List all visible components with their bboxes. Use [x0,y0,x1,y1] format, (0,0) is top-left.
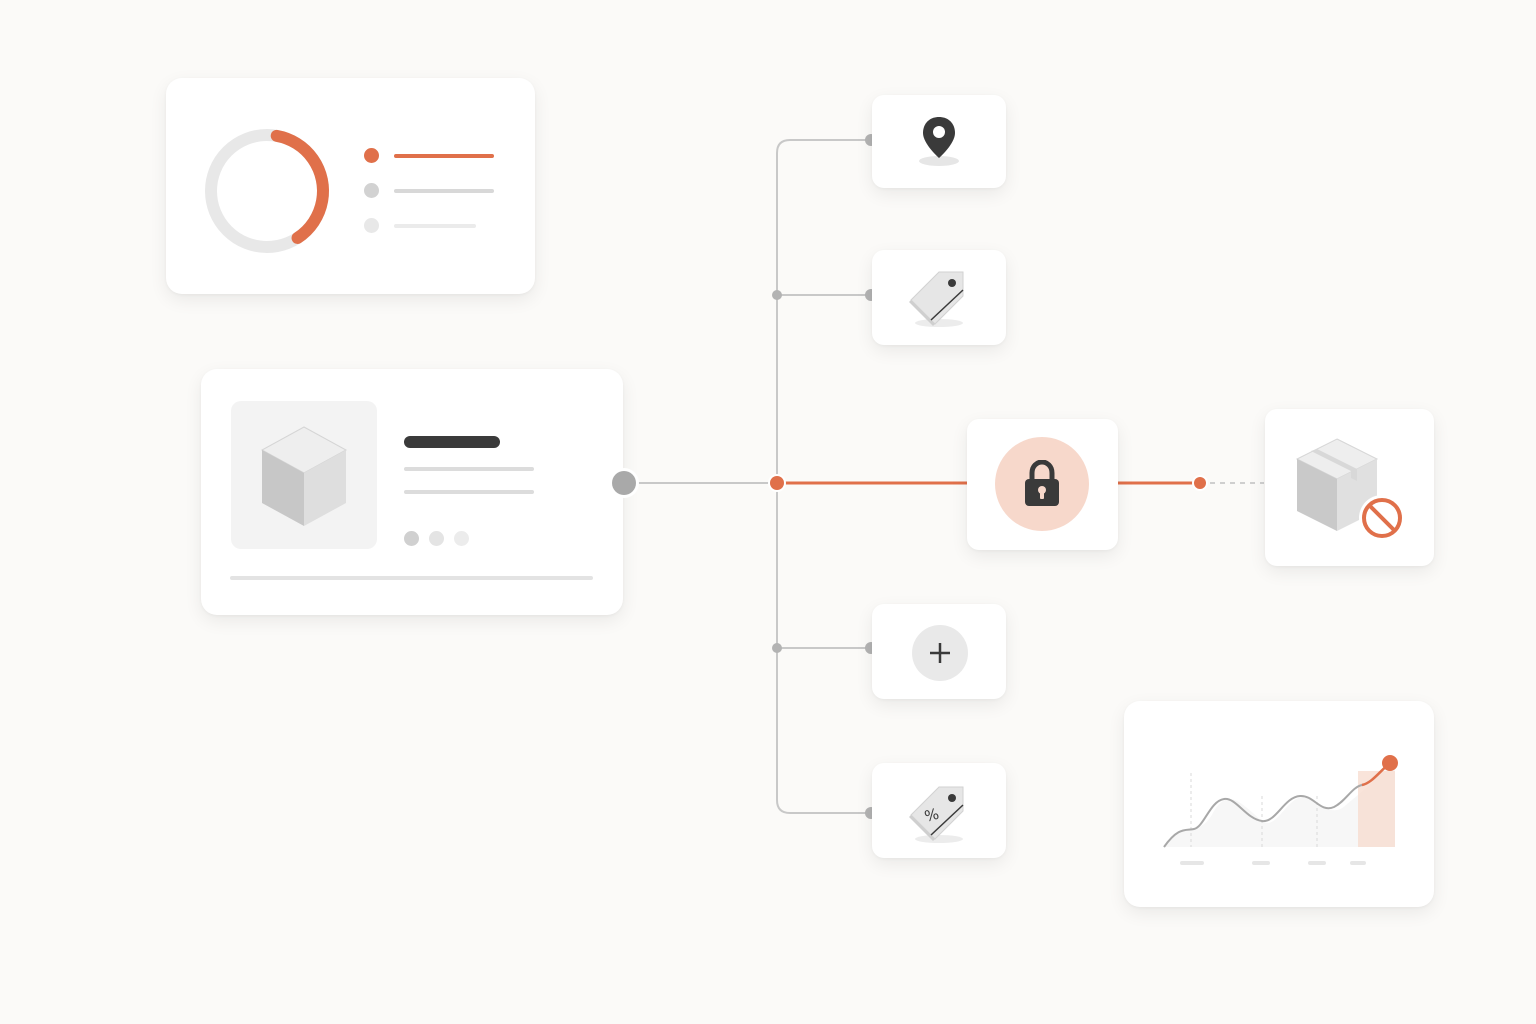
output-handle[interactable] [612,471,636,495]
location-pin-icon [919,117,959,166]
discount-tag-node[interactable]: % [872,763,1006,858]
lock-icon [1025,460,1059,506]
pagination-dot-1[interactable] [404,531,419,546]
junction-dot-tag [772,290,782,300]
highlight-band [1358,771,1395,847]
legend-line-2 [394,189,494,193]
svg-text:%: % [923,805,941,826]
discount-tag-icon: % [909,786,964,843]
pagination-dot-2[interactable] [429,531,444,546]
trend-last-point [1382,755,1398,771]
x-tick-2 [1252,861,1270,865]
product-image [231,401,377,549]
x-tick-1 [1180,861,1204,865]
add-node[interactable] [872,604,1006,699]
cube-icon [260,426,348,526]
product-text-line-2 [404,490,534,494]
legend-dot-1 [364,148,379,163]
trend-line [1163,762,1391,848]
legend-line-1 [394,154,494,158]
x-tick-3 [1308,861,1326,865]
trend-area [1164,763,1395,847]
location-node[interactable] [872,95,1006,188]
legend-dot-3 [364,218,379,233]
x-tick-4 [1350,861,1366,865]
legend-line-3 [394,224,476,228]
summary-card[interactable] [166,78,535,294]
plus-icon [930,643,950,663]
blocked-package-node[interactable] [1265,409,1434,566]
product-text-line-1 [404,467,534,471]
price-tag-node[interactable] [872,250,1006,345]
donut-progress-arc [205,129,329,253]
prohibited-icon [1359,495,1405,541]
product-card[interactable] [201,369,623,615]
junction-dot-plus [772,643,782,653]
trend-chart-card[interactable] [1124,701,1434,907]
trend-chart [1163,755,1398,865]
plus-button[interactable] [912,625,968,681]
price-tag-icon [909,271,964,327]
pagination-dot-3[interactable] [454,531,469,546]
product-title-line [404,436,500,448]
donut-chart [205,129,329,253]
lock-node[interactable] [967,419,1118,550]
legend-dot-2 [364,183,379,198]
trunk-line [776,139,871,814]
product-footer-line [230,576,593,580]
